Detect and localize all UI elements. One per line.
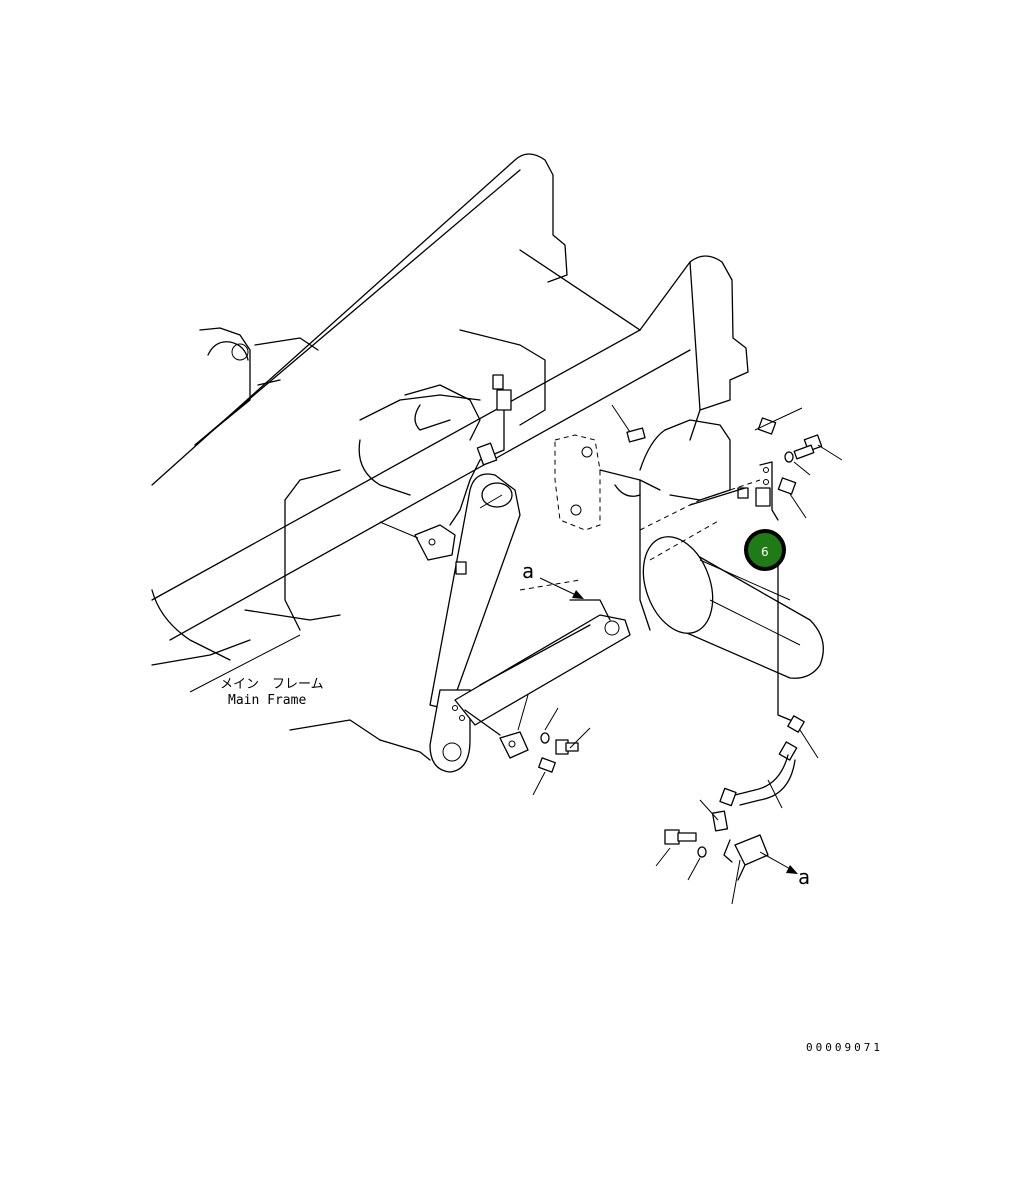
axle-drawing xyxy=(639,419,824,679)
link-arm-drawing xyxy=(454,579,631,726)
view-ref-left-label: a xyxy=(522,559,534,583)
lower-fittings-drawing xyxy=(452,705,579,773)
leader-lines xyxy=(189,407,843,905)
main-frame-label-jp: メイン フレーム xyxy=(220,677,324,692)
view-ref-right-label: a xyxy=(798,865,810,889)
callout-6-circle[interactable] xyxy=(744,529,786,571)
callout-6[interactable]: 6 xyxy=(744,529,786,571)
lift-cylinder-drawing xyxy=(289,473,521,773)
drawing-number: 00009071 xyxy=(806,1041,883,1054)
hidden-linkage-drawing xyxy=(554,434,661,531)
right-hose-drawing xyxy=(664,417,823,881)
main-frame-label-en: Main Frame xyxy=(228,693,306,708)
main-frame-drawing xyxy=(151,153,749,666)
callout-6-number: 6 xyxy=(761,545,769,559)
view-arrow-right xyxy=(759,851,798,874)
upper-fittings-drawing xyxy=(379,374,646,575)
view-arrow-left xyxy=(539,577,584,599)
